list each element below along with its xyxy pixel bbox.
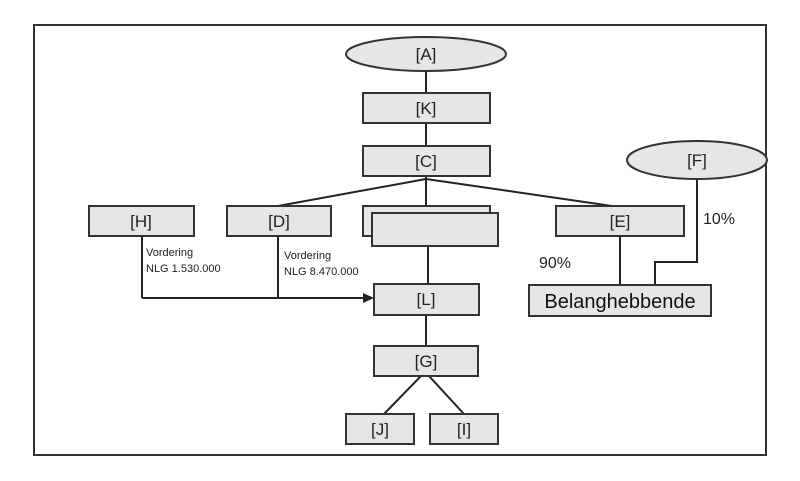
diagram-frame [33,24,767,456]
line-g-j [383,375,422,415]
node-belanghebbende: Belanghebbende [528,284,712,317]
percentage-e: 90% [539,255,571,272]
line-c-e [425,178,613,207]
node-blank-front [371,212,499,247]
node-l: [L] [373,283,480,316]
claim-h-line2: NLG 1.530.000 [146,263,221,275]
node-k: [K] [362,92,491,124]
node-g-label: [G] [415,352,438,371]
node-d: [D] [226,205,332,237]
node-f-label: [F] [687,151,707,170]
node-e: [E] [555,205,685,237]
node-h-label: [H] [130,212,152,231]
node-e-label: [E] [610,212,631,231]
node-d-label: [D] [268,212,290,231]
claim-d-line1: Vordering [284,250,331,262]
node-belanghebbende-label: Belanghebbende [544,291,695,313]
node-g: [G] [373,345,479,377]
percentage-f: 10% [703,211,735,228]
line-c-d [277,178,427,207]
claim-h-line1: Vordering [146,247,193,259]
node-c-label: [C] [415,152,437,171]
node-a: [A] [345,36,507,72]
node-j: [J] [345,413,415,445]
arrowhead-to-l [363,293,374,303]
node-a-label: [A] [416,45,437,64]
node-j-label: [J] [371,420,389,439]
node-h: [H] [88,205,195,237]
line-f-belanghebbende [654,178,698,285]
node-k-label: [K] [416,99,437,118]
node-i: [I] [429,413,499,445]
claim-d-line2: NLG 8.470.000 [284,266,359,278]
line-g-i [428,375,465,415]
node-c: [C] [362,145,491,177]
node-l-label: [L] [417,290,436,309]
node-i-label: [I] [457,420,471,439]
node-blank-stack [362,205,499,247]
node-f: [F] [626,140,768,180]
